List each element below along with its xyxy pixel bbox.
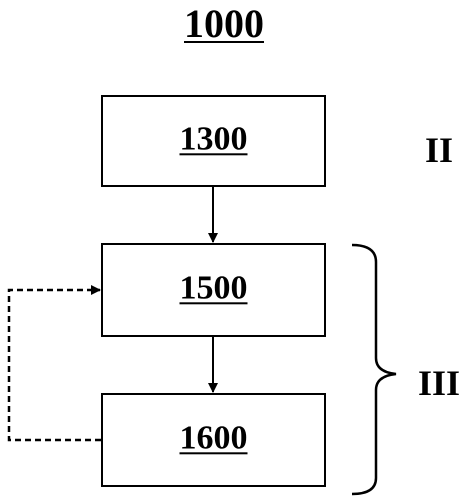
box-1300: 1300 bbox=[101, 95, 326, 187]
group-label-ii: II bbox=[425, 130, 454, 170]
box-1600: 1600 bbox=[101, 393, 326, 487]
box-1600-label: 1600 bbox=[179, 419, 248, 457]
figure-title: 1000 bbox=[184, 1, 264, 46]
group-label-iii: III bbox=[418, 363, 461, 403]
box-1500-label: 1500 bbox=[179, 269, 248, 307]
feedback-arrow-1600-to-1500 bbox=[7, 285, 101, 442]
box-1300-label: 1300 bbox=[179, 120, 248, 158]
group-brace bbox=[351, 243, 397, 496]
box-1500: 1500 bbox=[101, 243, 326, 337]
